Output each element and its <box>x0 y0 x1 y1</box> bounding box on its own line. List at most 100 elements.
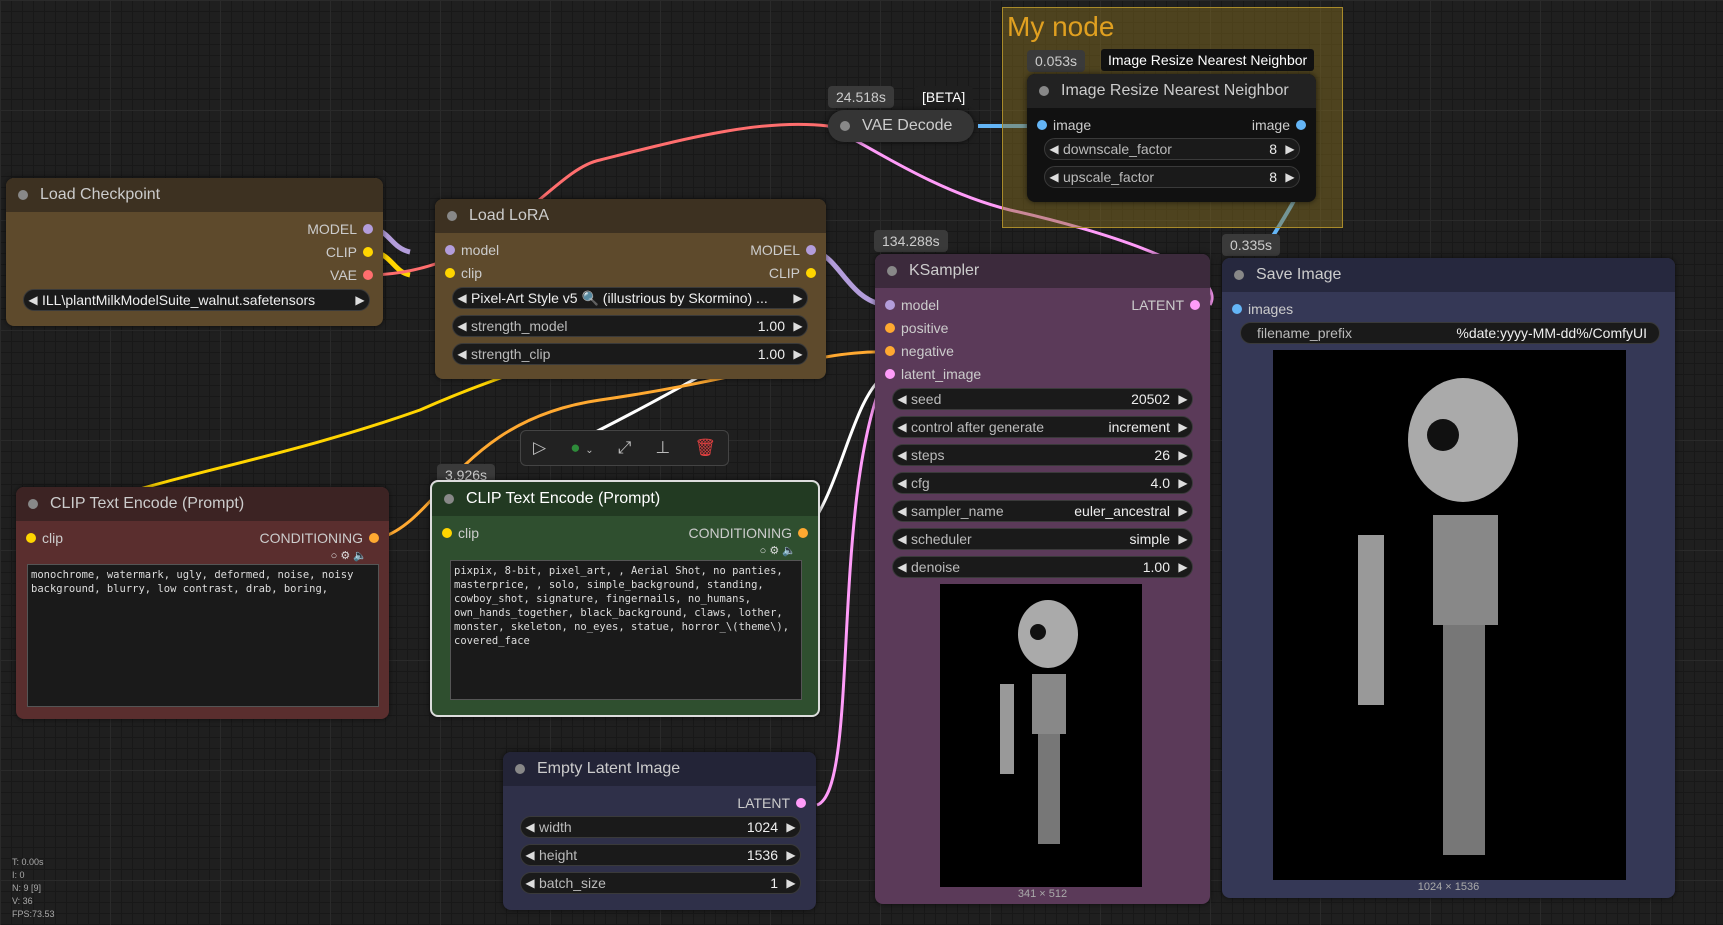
widget-ckpt-name[interactable]: ◀ILL\plantMilkModelSuite_walnut.safetens… <box>23 289 370 311</box>
input-images[interactable]: images <box>1232 300 1293 318</box>
arrow-right-icon[interactable]: ▶ <box>1178 504 1188 518</box>
output-model[interactable]: MODEL <box>750 241 816 259</box>
node-clip-text-encode-positive[interactable]: CLIP Text Encode (Prompt) clip CONDITION… <box>430 480 820 717</box>
output-conditioning[interactable]: CONDITIONING <box>260 529 379 547</box>
collapse-dot[interactable] <box>447 211 457 221</box>
input-clip[interactable]: clip <box>445 264 482 282</box>
arrow-left-icon[interactable]: ◀ <box>457 319 467 333</box>
node-ksampler[interactable]: KSampler model positive negative latent_… <box>875 254 1210 904</box>
arrow-left-icon[interactable]: ◀ <box>897 560 907 574</box>
input-negative[interactable]: negative <box>885 342 954 360</box>
pin-latent[interactable] <box>796 798 806 808</box>
play-icon[interactable]: ▷ <box>533 438 547 457</box>
collapse-dot[interactable] <box>515 764 525 774</box>
arrow-left-icon[interactable]: ◀ <box>897 476 907 490</box>
output-conditioning[interactable]: CONDITIONING <box>689 524 808 542</box>
arrow-right-icon[interactable]: ▶ <box>786 848 796 862</box>
prompt-text-positive[interactable]: pixpix, 8-bit, pixel_art, , Aerial Shot,… <box>450 560 802 700</box>
node-save-image[interactable]: Save Image images filename_prefix%date:y… <box>1222 258 1675 898</box>
pin-clip[interactable] <box>442 528 452 538</box>
output-image[interactable]: image <box>1252 116 1306 134</box>
input-latent-image[interactable]: latent_image <box>885 365 981 383</box>
input-model[interactable]: model <box>445 241 499 259</box>
node-load-checkpoint[interactable]: Load Checkpoint MODEL CLIP VAE ◀ILL\plan… <box>6 178 383 326</box>
pin-image-out[interactable] <box>1296 120 1306 130</box>
pin-clip[interactable] <box>363 247 373 257</box>
arrow-right-icon[interactable]: ▶ <box>355 293 365 307</box>
widget-icons[interactable]: ○ ⚙ 🔈 <box>330 550 367 562</box>
delete-icon[interactable]: 🗑 <box>694 438 716 457</box>
arrow-left-icon[interactable]: ◀ <box>457 291 467 305</box>
collapse-dot[interactable] <box>28 499 38 509</box>
node-load-lora[interactable]: Load LoRA model clip MODEL CLIP ◀Pixel-A… <box>435 199 826 379</box>
output-latent[interactable]: LATENT <box>737 794 806 812</box>
arrow-right-icon[interactable]: ▶ <box>1178 420 1188 434</box>
arrow-right-icon[interactable]: ▶ <box>1178 448 1188 462</box>
arrow-right-icon[interactable]: ▶ <box>1285 170 1295 184</box>
widget-icons[interactable]: ○ ⚙ 🔈 <box>759 545 796 557</box>
widget-filename-prefix[interactable]: filename_prefix%date:yyyy-MM-dd%/ComfyUI <box>1240 322 1660 344</box>
bypass-icon[interactable]: ⤢ <box>617 438 632 457</box>
arrow-right-icon[interactable]: ▶ <box>1178 392 1188 406</box>
arrow-right-icon[interactable]: ▶ <box>1178 476 1188 490</box>
output-clip[interactable]: CLIP <box>769 264 816 282</box>
arrow-left-icon[interactable]: ◀ <box>525 848 535 862</box>
pin-model[interactable] <box>885 300 895 310</box>
input-positive[interactable]: positive <box>885 319 948 337</box>
arrow-left-icon[interactable]: ◀ <box>897 420 907 434</box>
output-clip[interactable]: CLIP <box>326 243 373 261</box>
arrow-right-icon[interactable]: ▶ <box>793 319 803 333</box>
pin-vae[interactable] <box>363 270 373 280</box>
arrow-left-icon[interactable]: ◀ <box>897 504 907 518</box>
pin-images[interactable] <box>1232 304 1242 314</box>
collapse-dot[interactable] <box>1234 270 1244 280</box>
pin-model[interactable] <box>363 224 373 234</box>
input-model[interactable]: model <box>885 296 939 314</box>
pin-latent-out[interactable] <box>1190 300 1200 310</box>
input-clip[interactable]: clip <box>26 529 63 547</box>
node-clip-text-encode-negative[interactable]: CLIP Text Encode (Prompt) clip CONDITION… <box>16 487 389 719</box>
arrow-left-icon[interactable]: ◀ <box>1049 142 1059 156</box>
pin-model-out[interactable] <box>806 245 816 255</box>
input-image[interactable]: image <box>1037 116 1091 134</box>
pin-clip[interactable] <box>26 533 36 543</box>
widget-lora-name[interactable]: ◀Pixel-Art Style v5 🔍 (illustrious by Sk… <box>452 287 808 309</box>
pin-conditioning[interactable] <box>798 528 808 538</box>
collapse-dot[interactable] <box>840 121 850 131</box>
pin-positive[interactable] <box>885 323 895 333</box>
node-image-resize[interactable]: Image Resize Nearest Neighbor image imag… <box>1027 74 1316 202</box>
arrow-right-icon[interactable]: ▶ <box>1178 560 1188 574</box>
arrow-left-icon[interactable]: ◀ <box>897 532 907 546</box>
pin-clip[interactable] <box>445 268 455 278</box>
pin-clip-out[interactable] <box>806 268 816 278</box>
arrow-right-icon[interactable]: ▶ <box>793 291 803 305</box>
output-vae[interactable]: VAE <box>330 266 373 284</box>
arrow-right-icon[interactable]: ▶ <box>786 820 796 834</box>
pin-icon[interactable]: ⊥ <box>655 438 671 457</box>
input-clip[interactable]: clip <box>442 524 479 542</box>
arrow-right-icon[interactable]: ▶ <box>793 347 803 361</box>
prompt-text-negative[interactable]: monochrome, watermark, ugly, deformed, n… <box>27 564 379 707</box>
pin-model[interactable] <box>445 245 455 255</box>
collapse-dot[interactable] <box>1039 86 1049 96</box>
arrow-left-icon[interactable]: ◀ <box>525 820 535 834</box>
arrow-left-icon[interactable]: ◀ <box>525 876 535 890</box>
arrow-right-icon[interactable]: ▶ <box>1285 142 1295 156</box>
pin-negative[interactable] <box>885 346 895 356</box>
arrow-left-icon[interactable]: ◀ <box>1049 170 1059 184</box>
